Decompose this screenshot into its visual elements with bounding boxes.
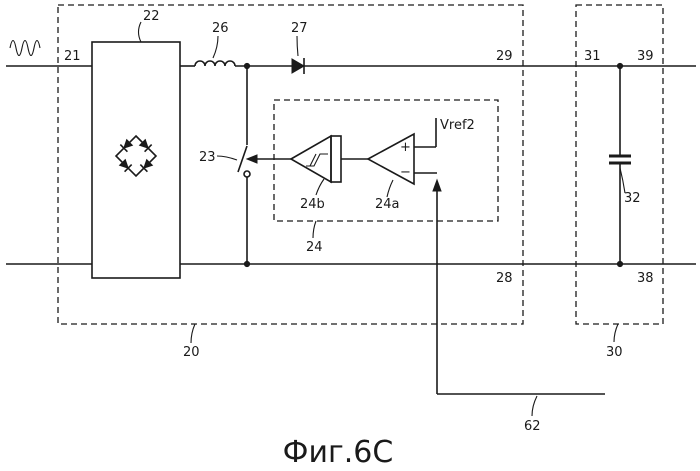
ac-source-icon: [10, 41, 40, 56]
label-24: 24: [306, 240, 323, 255]
leader-24a: [387, 180, 393, 197]
node-dot: [617, 261, 622, 266]
label-vref: Vref2: [440, 118, 475, 133]
node-dot: [617, 63, 622, 68]
label-28: 28: [496, 271, 513, 286]
leader-24b: [316, 179, 324, 195]
label-32: 32: [624, 191, 641, 206]
label-plus: +: [400, 140, 411, 155]
leader-23: [217, 156, 237, 160]
node-dot: [244, 261, 249, 266]
label-23: 23: [199, 150, 216, 165]
leader-62: [532, 396, 537, 416]
leader-30: [614, 324, 618, 342]
label-24a: 24a: [375, 197, 400, 212]
label-24b: 24b: [300, 197, 325, 212]
label-39: 39: [637, 49, 654, 64]
label-22: 22: [143, 9, 160, 24]
label-21: 21: [64, 49, 81, 64]
inductor-26-icon: [195, 61, 235, 66]
label-38: 38: [637, 271, 654, 286]
hysteresis-icon: [306, 154, 328, 166]
switch-23-contact: [244, 171, 250, 177]
label-minus: −: [400, 165, 411, 180]
leader-22: [139, 22, 142, 42]
trigger-24b-block: [331, 136, 341, 182]
diode-27-icon: [292, 58, 304, 74]
diode-bridge-icon: [116, 136, 156, 176]
label-62: 62: [524, 419, 541, 434]
figure-caption: Фиг.6C: [283, 435, 394, 470]
trigger-24b: [291, 136, 331, 182]
leader-24: [313, 221, 316, 238]
label-29: 29: [496, 49, 513, 64]
label-26: 26: [212, 21, 229, 36]
switch-23-blade: [238, 146, 247, 172]
leader-26: [213, 36, 218, 58]
block-20-frame: [58, 5, 523, 324]
node-dot: [244, 63, 249, 68]
rectifier-22: [92, 42, 180, 278]
label-20: 20: [183, 345, 200, 360]
label-27: 27: [291, 21, 308, 36]
arrow-up-icon: [433, 180, 441, 191]
label-30: 30: [606, 345, 623, 360]
label-31: 31: [584, 49, 601, 64]
leader-20: [191, 324, 195, 343]
arrow-head-icon: [247, 155, 257, 163]
leader-27: [297, 36, 298, 56]
